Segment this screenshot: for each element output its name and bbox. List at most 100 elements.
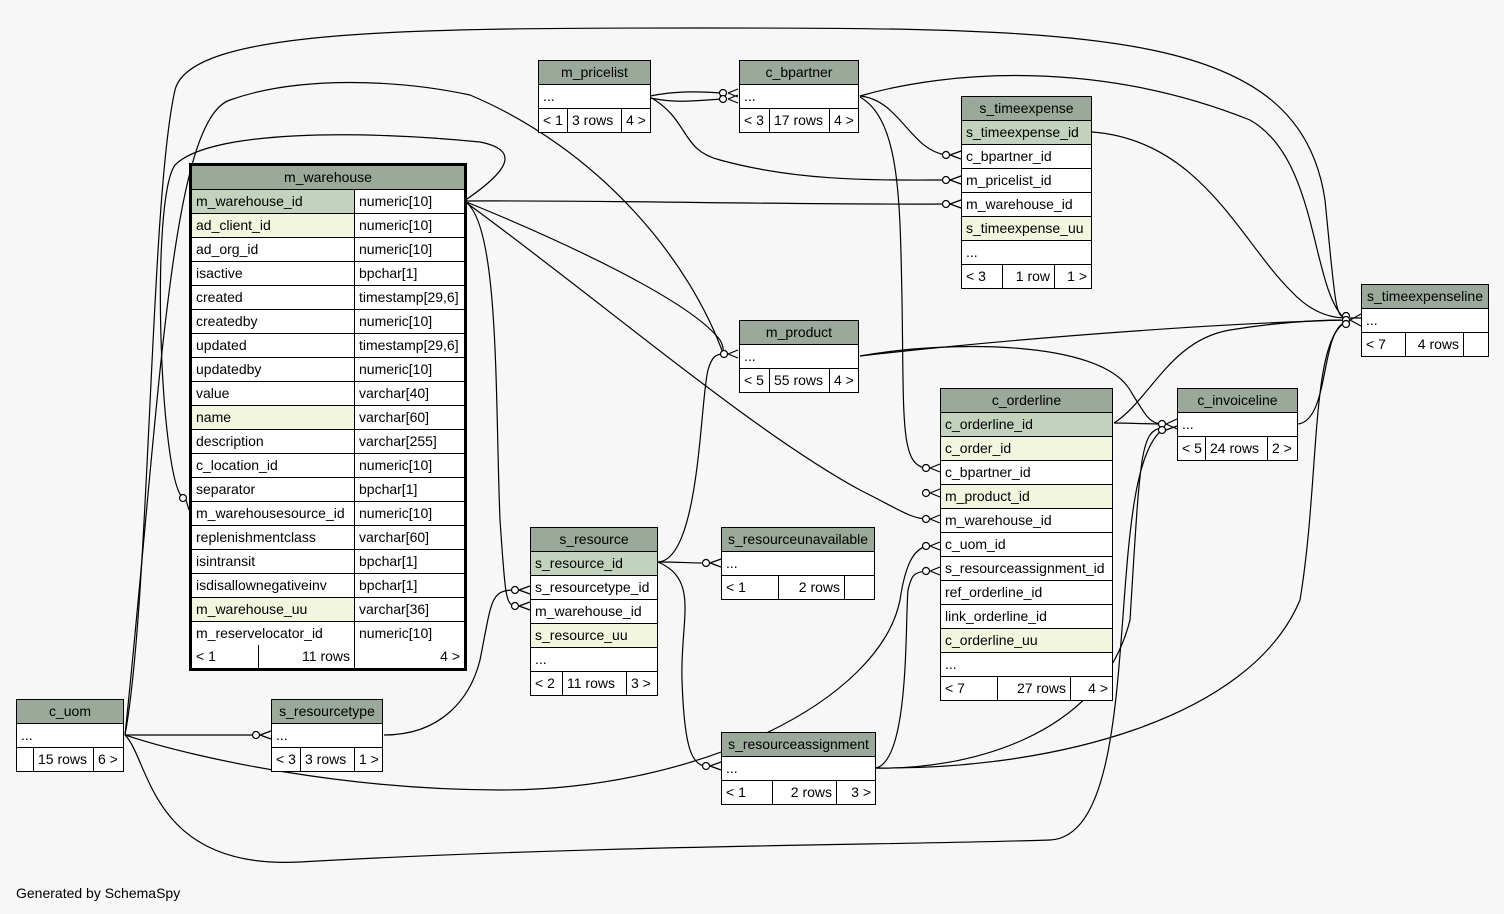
table-title: c_invoiceline [1178, 389, 1297, 412]
table-title: c_uom [17, 700, 123, 723]
column-name: m_warehouse_id [192, 190, 354, 213]
children-link[interactable]: 3 > [836, 781, 875, 804]
parents-link[interactable]: < 7 [1366, 336, 1386, 352]
column-s_resource_uu: s_resource_uu [531, 624, 657, 647]
children-link[interactable] [844, 576, 874, 599]
column-type: bpchar[1] [354, 262, 464, 285]
edge-resource-product [657, 353, 725, 563]
parents-link[interactable]: < 1 [726, 784, 746, 800]
table-c_orderline[interactable]: c_orderline c_orderline_id c_order_id c_… [940, 388, 1113, 701]
edge-warehouse-self [159, 134, 506, 499]
children-link[interactable]: 4 > [621, 109, 650, 132]
column-name: isdisallownegativeinv [196, 577, 327, 593]
table-c_bpartner[interactable]: c_bpartner ... < 3 17 rows 4 > [739, 60, 859, 133]
column-name: separator [196, 481, 256, 497]
edge-uom-timeexpenseline [124, 27, 1347, 736]
parents-link[interactable]: < 1 [726, 579, 746, 595]
children-link[interactable]: 4 > [1070, 677, 1112, 700]
parents-link[interactable]: < 3 [276, 751, 296, 767]
parents-link[interactable]: < 5 [1182, 440, 1202, 456]
column-name: created [196, 289, 243, 305]
column-type: numeric[10] [354, 502, 464, 525]
table-c_invoiceline[interactable]: c_invoiceline ... < 5 24 rows 2 > [1177, 388, 1298, 461]
edge-product-timeexpenseline [859, 319, 1347, 357]
column-type: varchar[255] [354, 430, 464, 453]
column-m_warehouse_id: m_warehouse_id [966, 196, 1073, 212]
parents-link[interactable] [17, 748, 33, 771]
parents-link[interactable]: < 3 [966, 268, 986, 284]
column-m_warehouse_id: m_warehouse_id [535, 603, 642, 619]
children-link[interactable] [1463, 333, 1488, 356]
table-title: s_resource [531, 528, 657, 551]
table-m_product[interactable]: m_product ... < 5 55 rows 4 > [739, 320, 859, 393]
row-count: 4 rows [1405, 333, 1463, 356]
children-link[interactable]: 3 > [626, 672, 657, 695]
table-s_timeexpenseline[interactable]: s_timeexpenseline ... < 7 4 rows [1361, 284, 1489, 357]
edge-uom-invoiceline [124, 429, 1163, 863]
edge-assignment-orderline [875, 570, 927, 769]
table-m_pricelist[interactable]: m_pricelist ... < 1 3 rows 4 > [538, 60, 651, 133]
parents-link[interactable]: < 1 [196, 648, 216, 664]
column-s_resource_id: s_resource_id [531, 552, 657, 575]
table-title: s_timeexpenseline [1362, 285, 1488, 308]
edge-resourcetype-resource [383, 589, 516, 736]
row-count: 11 rows [258, 645, 354, 668]
table-s_timeexpense[interactable]: s_timeexpense s_timeexpense_id c_bpartne… [961, 96, 1092, 289]
table-stats: < 3 17 rows 4 > [740, 109, 858, 132]
column-type: numeric[10] [354, 358, 464, 381]
column-name: replenishmentclass [196, 529, 316, 545]
parents-link[interactable]: < 5 [744, 372, 764, 388]
row-count: 17 rows [769, 109, 829, 132]
column-type: numeric[10] [354, 454, 464, 477]
row-count: 27 rows [997, 677, 1070, 700]
edge-warehouse-resource [463, 200, 516, 607]
table-title: c_orderline [941, 389, 1112, 412]
table-s_resource[interactable]: s_resource s_resource_id s_resourcetype_… [530, 527, 658, 696]
column-s_timeexpense_uu: s_timeexpense_uu [962, 217, 1091, 240]
column-c_order_id: c_order_id [941, 437, 1112, 460]
children-link[interactable]: 4 > [829, 369, 858, 392]
column-name: description [196, 433, 264, 449]
parents-link[interactable]: < 2 [535, 675, 555, 691]
edge-pricelist-bpartner-2 [649, 97, 725, 102]
children-link[interactable]: 1 > [1054, 265, 1091, 288]
parents-link[interactable]: < 3 [744, 112, 764, 128]
column-type: numeric[10] [354, 622, 464, 645]
table-stats: 15 rows 6 > [17, 748, 123, 771]
table-s_resourcetype[interactable]: s_resourcetype ... < 3 3 rows 1 > [271, 699, 383, 772]
table-s_resourceunavailable[interactable]: s_resourceunavailable ... < 1 2 rows [721, 527, 875, 600]
children-link[interactable]: 6 > [93, 748, 123, 771]
table-stats: < 7 4 rows [1362, 333, 1488, 356]
columns-ellipsis: ... [535, 651, 547, 667]
edge-uom-product [124, 81, 725, 736]
parents-link[interactable]: < 1 [543, 112, 563, 128]
column-type: varchar[40] [354, 382, 464, 405]
column-m_warehouse_id: m_warehouse_id [945, 512, 1052, 528]
children-link[interactable]: 1 > [354, 748, 382, 771]
table-c_uom[interactable]: c_uom ... 15 rows 6 > [16, 699, 124, 772]
column-name: createdby [196, 313, 258, 329]
edge-assignment-invoiceline [875, 427, 1163, 769]
column-s_timeexpense_id: s_timeexpense_id [962, 121, 1091, 144]
table-title: s_resourceassignment [722, 733, 875, 756]
children-link[interactable]: 4 > [354, 645, 464, 668]
column-type: numeric[10] [354, 238, 464, 261]
edge-bpartner-timeexpense [859, 95, 947, 156]
column-name: m_warehousesource_id [196, 505, 345, 521]
column-s_resourceassignment_id: s_resourceassignment_id [945, 560, 1105, 576]
column-c_bpartner_id: c_bpartner_id [945, 464, 1031, 480]
columns-ellipsis: ... [1182, 416, 1194, 432]
table-s_resourceassignment[interactable]: s_resourceassignment ... < 1 2 rows 3 > [721, 732, 876, 805]
children-link[interactable]: 2 > [1267, 437, 1297, 460]
column-name: m_warehouse_uu [192, 598, 354, 621]
children-link[interactable]: 4 > [829, 109, 858, 132]
table-stats: < 5 55 rows 4 > [740, 369, 858, 392]
generated-by-footer: Generated by SchemaSpy [16, 885, 181, 901]
parents-link[interactable]: < 7 [945, 680, 965, 696]
